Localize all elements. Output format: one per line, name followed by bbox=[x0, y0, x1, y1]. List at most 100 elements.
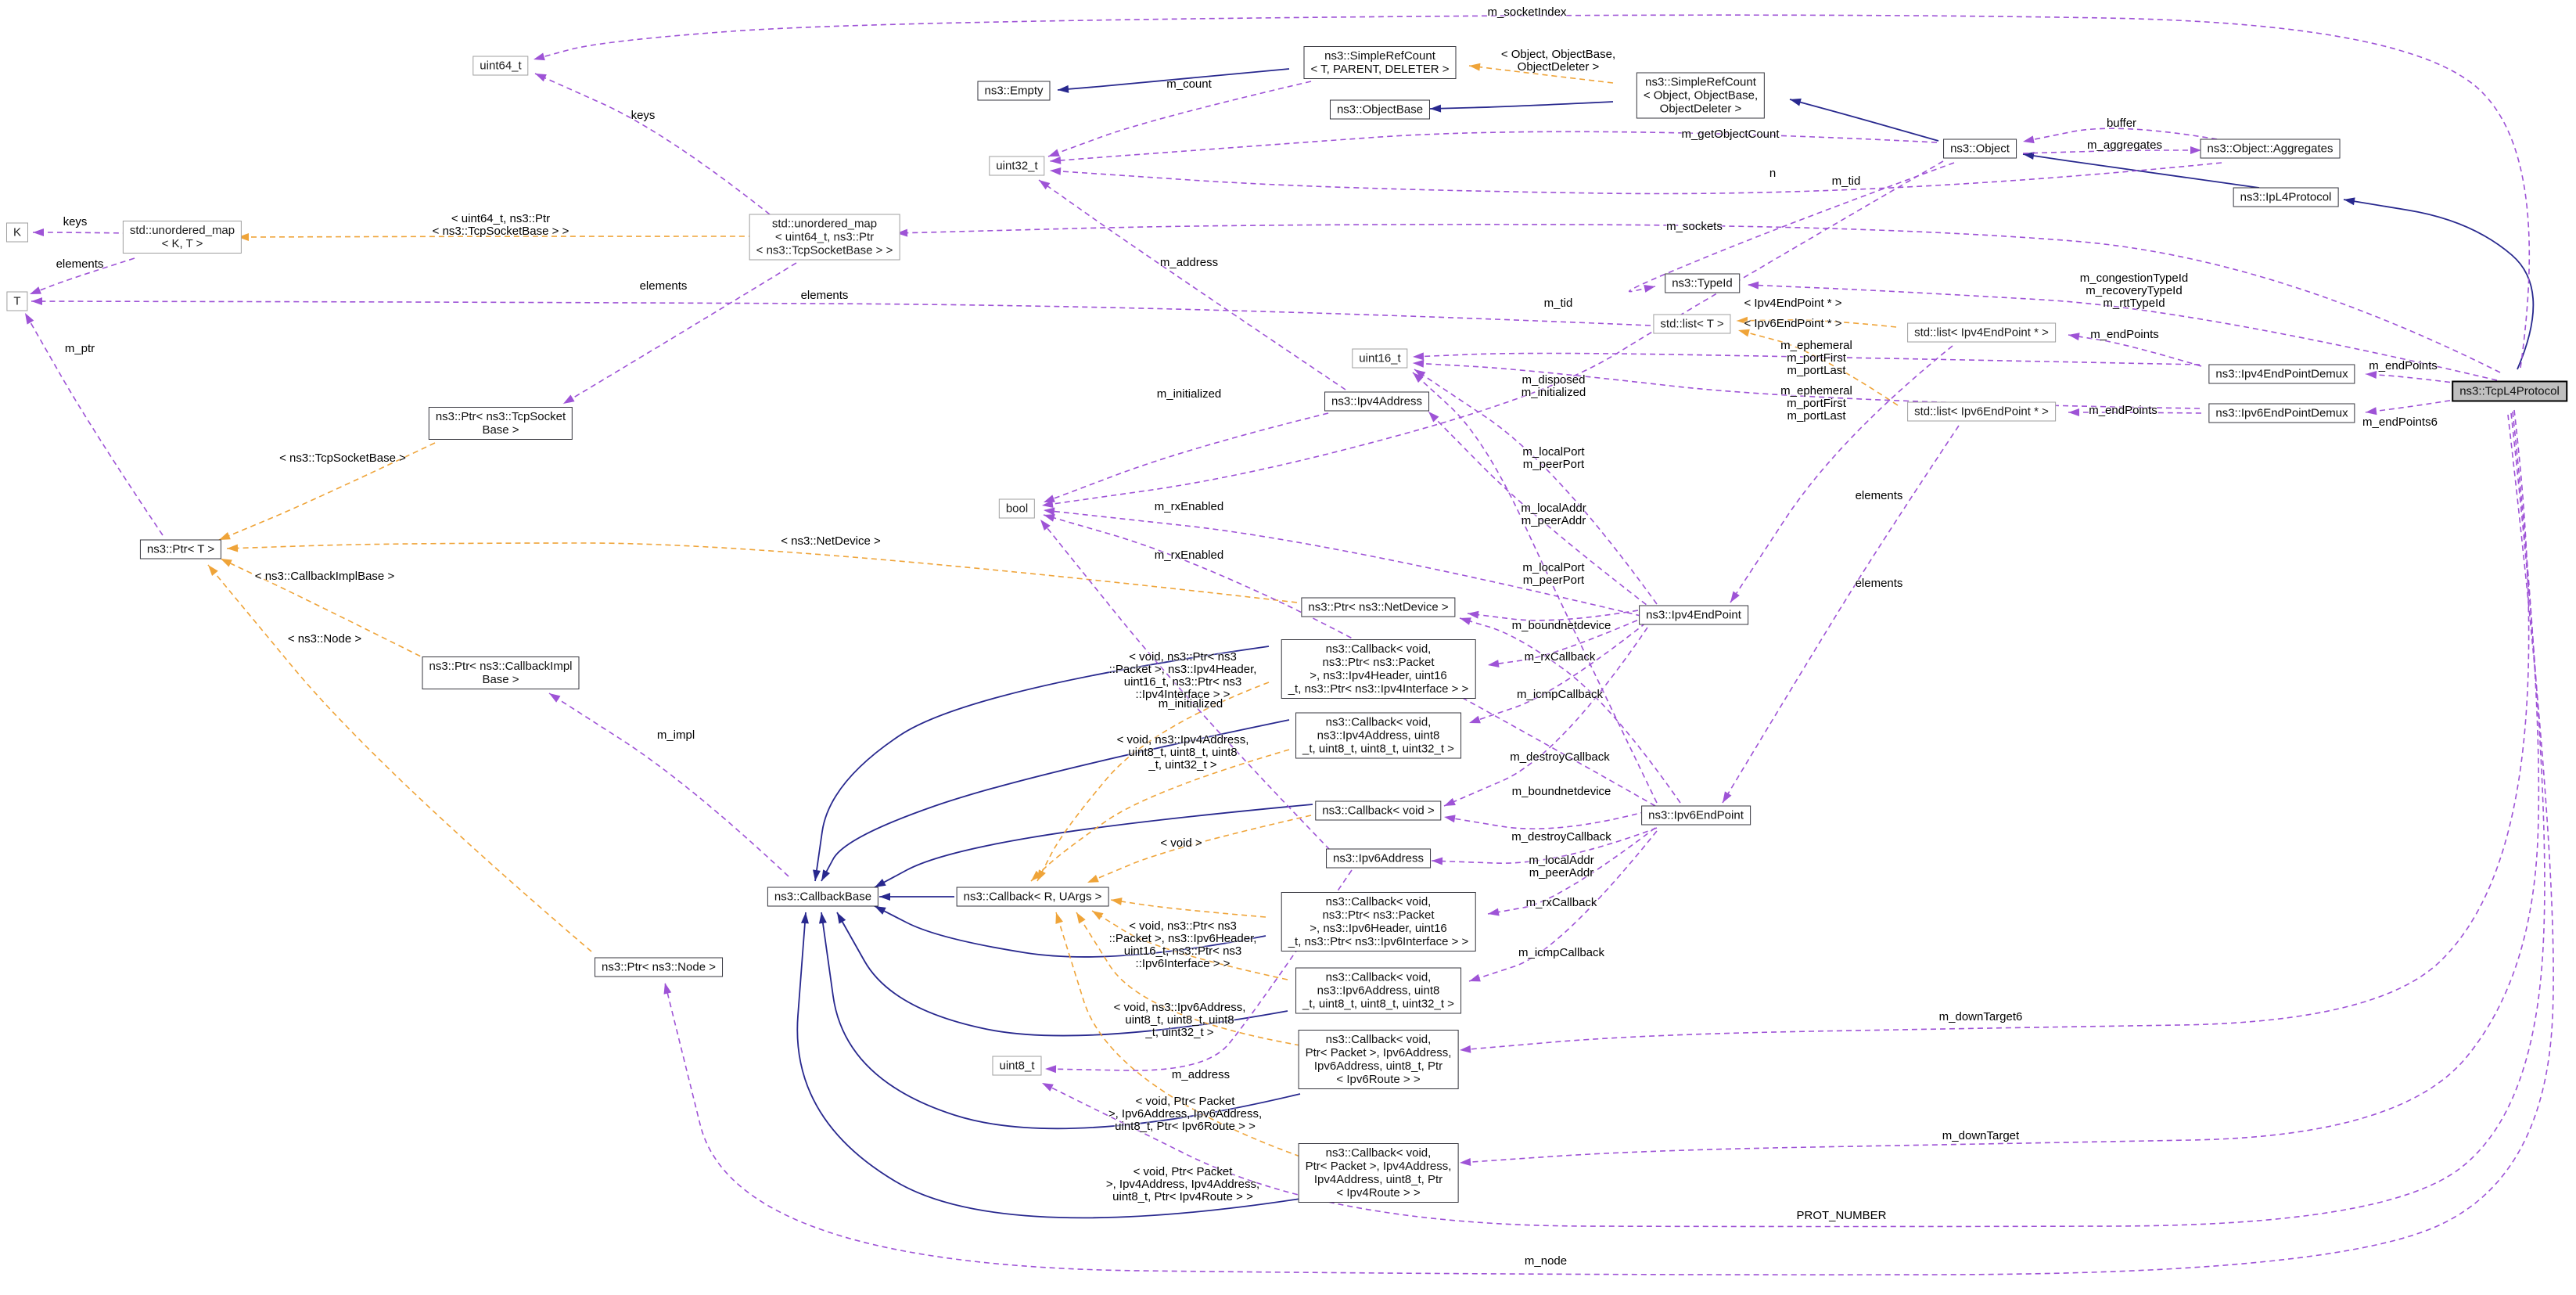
edge-ep4-cb4icmp-arrow bbox=[1469, 715, 1481, 724]
node-list6: std::list< Ipv6EndPoint * > bbox=[1907, 401, 2056, 422]
edge-cb6icmp-cbBase bbox=[836, 912, 1288, 1037]
edge-label-umapKT-T: elements bbox=[56, 257, 104, 271]
node-cb4down[interactable]: ns3::Callback< void, Ptr< Packet >, Ipv4… bbox=[1298, 1143, 1459, 1203]
edge-tcp-demux6 bbox=[2365, 398, 2460, 413]
node-simpleRefCountObj[interactable]: ns3::SimpleRefCount < Object, ObjectBase… bbox=[1636, 72, 1766, 119]
node-cbVoid[interactable]: ns3::Callback< void > bbox=[1315, 800, 1442, 821]
edge-ep6-cb6rx-arrow bbox=[1488, 908, 1500, 916]
edge-cb6rx-cbBase bbox=[874, 905, 1266, 958]
edge-object-typeId-arrow bbox=[1644, 285, 1655, 293]
edge-demux6-list6 bbox=[2068, 412, 2202, 414]
node-cbBase[interactable]: ns3::CallbackBase bbox=[767, 887, 879, 907]
edge-label-demux4-list4: m_endPoints bbox=[2090, 328, 2159, 341]
edge-object-bool bbox=[1041, 160, 1944, 506]
edge-object-aggregates-arrow bbox=[2190, 146, 2201, 154]
edge-ep6-cb6icmp-arrow bbox=[1469, 973, 1481, 982]
edge-ep6-bool-arrow bbox=[1044, 514, 1055, 522]
node-cb6icmp[interactable]: ns3::Callback< void, ns3::Ipv6Address, u… bbox=[1295, 967, 1461, 1014]
edge-ep4-cb4rx bbox=[1487, 616, 1647, 666]
edge-umapU64-umapKT bbox=[237, 236, 755, 238]
edge-label-cb6rx-cbRU: < void, ns3::Ptr< ns3 ::Packet >, ns3::I… bbox=[1108, 919, 1257, 970]
edge-ep6-ptrND bbox=[1459, 617, 1681, 804]
edge-label-cbBase-ptrCBImpl: m_impl bbox=[656, 728, 695, 742]
node-cbRU[interactable]: ns3::Callback< R, UArgs > bbox=[956, 887, 1109, 907]
edge-label-cb4icmp-cbRU: < void, ns3::Ipv4Address, uint8_t, uint8… bbox=[1116, 733, 1249, 772]
node-ep4[interactable]: ns3::Ipv4EndPoint bbox=[1639, 605, 1748, 625]
node-ptrCBImpl[interactable]: ns3::Ptr< ns3::CallbackImpl Base > bbox=[422, 656, 580, 689]
node-ep6[interactable]: ns3::Ipv6EndPoint bbox=[1641, 805, 1751, 826]
edge-label-cb4down-cbRU: < void, Ptr< Packet >, Ipv4Address, Ipv4… bbox=[1105, 1165, 1260, 1203]
edge-cb6icmp-cbRU-arrow bbox=[1092, 911, 1104, 920]
node-ipl4[interactable]: ns3::IpL4Protocol bbox=[2233, 187, 2339, 207]
node-list4: std::list< Ipv4EndPoint * > bbox=[1907, 322, 2056, 343]
edge-label-ep4-cb4icmp: m_icmpCallback bbox=[1516, 688, 1604, 701]
edge-umapU64-uint64 bbox=[534, 73, 771, 215]
edge-simpleRefCountT-empty-arrow bbox=[1058, 85, 1069, 93]
node-simpleRefCountT[interactable]: ns3::SimpleRefCount < T, PARENT, DELETER… bbox=[1303, 46, 1457, 79]
edge-label-object-uint32: m_getObjectCount bbox=[1681, 128, 1780, 141]
node-ptrT[interactable]: ns3::Ptr< T > bbox=[139, 539, 222, 559]
edge-ptrNode-ptrT-arrow bbox=[208, 565, 218, 576]
node-demux6[interactable]: ns3::Ipv6EndPointDemux bbox=[2208, 403, 2355, 423]
edge-label-ep6-cb6icmp: m_icmpCallback bbox=[1518, 946, 1605, 959]
edge-object-uint32-arrow bbox=[1050, 156, 1062, 164]
edge-simpleRefCountT-empty bbox=[1057, 68, 1290, 91]
edge-tcp-ptrNode bbox=[664, 414, 2554, 1275]
edge-cb4rx-cbBase-arrow bbox=[813, 869, 821, 881]
edge-label-tcp-demux4: m_endPoints bbox=[2369, 359, 2438, 372]
node-empty[interactable]: ns3::Empty bbox=[977, 81, 1051, 101]
edge-cb6rx-cbBase-arrow bbox=[875, 906, 886, 915]
node-demux4[interactable]: ns3::Ipv4EndPointDemux bbox=[2208, 364, 2355, 384]
node-ptrNode[interactable]: ns3::Ptr< ns3::Node > bbox=[595, 957, 723, 977]
node-aggregates[interactable]: ns3::Object::Aggregates bbox=[2200, 138, 2341, 159]
edge-label-umapU64-umapKT: < uint64_t, ns3::Ptr < ns3::TcpSocketBas… bbox=[432, 212, 569, 238]
edge-label-demux4-uint16: m_ephemeral m_portFirst m_portLast bbox=[1780, 339, 1852, 377]
edge-cb4icmp-cbRU bbox=[1030, 749, 1290, 882]
node-typeId[interactable]: ns3::TypeId bbox=[1665, 273, 1740, 293]
node-object[interactable]: ns3::Object bbox=[1943, 138, 2017, 159]
edge-label-simpleRefCountT-uint32: m_count bbox=[1166, 77, 1212, 91]
edge-label-umapKT-K: keys bbox=[63, 215, 88, 228]
edge-tcp-uint64 bbox=[533, 14, 2531, 369]
edge-listT-T bbox=[31, 300, 1651, 326]
edge-cbBase-ptrCBImpl bbox=[548, 692, 789, 877]
edge-cb6rx-cbRU-arrow bbox=[1111, 898, 1123, 906]
edge-label-tcp-ptrNode: m_node bbox=[1524, 1254, 1568, 1268]
node-objectBase[interactable]: ns3::ObjectBase bbox=[1329, 99, 1431, 120]
edge-umapKT-K bbox=[33, 232, 129, 234]
edge-label-list4-ep4: elements bbox=[1855, 489, 1903, 502]
edge-cbVoid-cbRU-arrow bbox=[1087, 874, 1099, 883]
edge-label-ep6-cb6rx: m_rxCallback bbox=[1525, 896, 1597, 909]
node-ipv4addr[interactable]: ns3::Ipv4Address bbox=[1324, 391, 1429, 412]
edge-simpleRefCountObj-simpleRefCountT-arrow bbox=[1469, 63, 1481, 71]
edge-label-tcp-uint64: m_socketIndex bbox=[1487, 5, 1567, 19]
edge-label-cb4rx-cbRU: < void, ns3::Ptr< ns3 ::Packet >, ns3::I… bbox=[1108, 650, 1257, 701]
edge-cb4icmp-cbBase-arrow bbox=[821, 869, 831, 881]
edge-label-ipv4addr-uint32: m_address bbox=[1159, 256, 1219, 269]
edge-ptrCBImpl-ptrT bbox=[220, 558, 429, 661]
edge-demux6-uint16-arrow bbox=[1413, 359, 1425, 368]
node-cb6rx[interactable]: ns3::Callback< void, ns3::Ptr< ns3::Pack… bbox=[1281, 892, 1476, 951]
node-ptrTcpSB[interactable]: ns3::Ptr< ns3::TcpSocket Base > bbox=[428, 407, 573, 440]
edge-umapKT-T-arrow bbox=[30, 286, 41, 294]
edge-ptrCBImpl-ptrT-arrow bbox=[221, 559, 232, 567]
edge-tcp-demux4 bbox=[2365, 373, 2460, 384]
node-ipv6addr[interactable]: ns3::Ipv6Address bbox=[1326, 848, 1431, 869]
node-cb4rx[interactable]: ns3::Callback< void, ns3::Ptr< ns3::Pack… bbox=[1281, 639, 1476, 699]
edge-list4-listT-arrow bbox=[1737, 316, 1748, 325]
edge-label-ep6-cbVoid: m_destroyCallback bbox=[1511, 830, 1611, 844]
edge-tcp-cb4down bbox=[1459, 411, 2540, 1164]
node-ptrND[interactable]: ns3::Ptr< ns3::NetDevice > bbox=[1301, 597, 1456, 617]
edge-demux6-list6-arrow bbox=[2068, 408, 2079, 416]
edge-demux6-uint16 bbox=[1412, 362, 2201, 409]
node-cb4icmp[interactable]: ns3::Callback< void, ns3::Ipv4Address, u… bbox=[1295, 712, 1461, 759]
edge-label-umapU64-ptrTcpSB: elements bbox=[639, 279, 688, 293]
edge-ipl4-object bbox=[2022, 153, 2260, 189]
edge-ep4-bool-arrow bbox=[1044, 507, 1055, 516]
edge-label-ptrCBImpl-ptrT: < ns3::CallbackImplBase > bbox=[254, 570, 395, 583]
node-cb6down[interactable]: ns3::Callback< void, Ptr< Packet >, Ipv6… bbox=[1298, 1030, 1459, 1089]
edge-ipv6addr-bool bbox=[1040, 519, 1331, 851]
edge-label-aggregates-object: buffer bbox=[2106, 117, 2137, 130]
edge-list6-listT bbox=[1737, 329, 1899, 406]
edge-ep4-bool bbox=[1043, 509, 1651, 619]
